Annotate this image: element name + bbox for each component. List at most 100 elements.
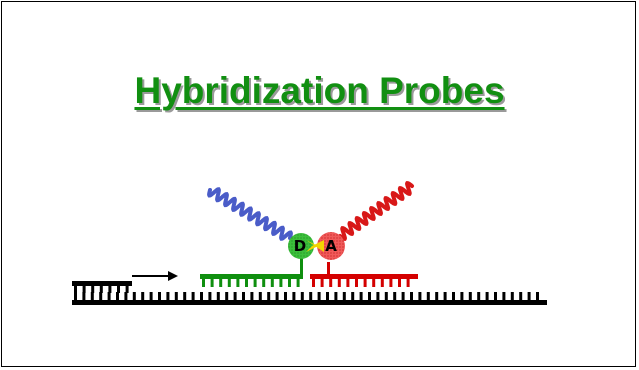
donor-dye [288,233,314,259]
donor-probe-base [253,277,257,287]
template-base [401,292,405,301]
acceptor-probe-base [389,277,393,287]
template-base [90,292,94,301]
template-base [359,292,363,301]
acceptor-label: A [325,237,337,255]
acceptor-probe-base [406,277,410,287]
donor-probe-base [262,277,266,287]
template-base [477,292,481,301]
template-bases [74,292,539,301]
donor-probe-base [210,277,214,287]
template-backbone [72,300,547,305]
primer-bases [74,284,129,293]
template-base [258,292,262,301]
template-base [216,292,220,301]
template-base [536,292,539,301]
template-base [510,292,514,301]
template-base [275,292,279,301]
template-base [174,292,178,301]
acceptor-probe-base [355,277,358,287]
template-base [107,292,111,301]
template-base [376,292,380,301]
template-base [99,292,103,301]
template-base [284,292,287,301]
template-base [418,292,422,301]
acceptor-probe-bases [312,277,410,287]
template-base [250,292,254,301]
acceptor-probe-base [329,277,333,287]
template-base [334,292,338,301]
template-base [225,292,229,301]
template-base [141,292,145,301]
template-base [410,292,413,301]
primer-strand [72,281,132,293]
template-base [191,292,195,301]
donor-emission-wave [207,187,293,241]
template-base [124,292,128,301]
primer-backbone [72,281,132,286]
acceptor-stem [327,262,330,277]
template-base [132,292,136,301]
template-strand [72,292,547,305]
template-base [208,292,212,301]
donor-probe-backbone [200,274,303,279]
donor-probe-base [245,277,248,287]
donor-probe-base [219,277,223,287]
acceptor-probe-base [320,277,324,287]
template-base [82,292,86,301]
arrow-head [168,271,178,281]
acceptor-probe-base [337,277,341,287]
template-base [443,292,447,301]
acceptor-dye [317,232,345,260]
template-base [494,292,497,301]
template-base [393,292,397,301]
slide-title: Hybridization Probes [134,70,505,111]
primer-base [91,284,95,293]
donor-probe-base [296,277,300,287]
acceptor-probe-base [380,277,384,287]
donor-probe-base [279,277,283,287]
template-base [460,292,464,301]
primer-base [117,284,120,293]
template-base [267,292,271,301]
primer-base [125,284,129,293]
template-base [317,292,321,301]
acceptor-emission-wave [338,181,414,241]
acceptor-probe-base [312,277,315,287]
template-base [300,292,304,301]
arrow-right-icon [132,271,178,281]
template-base [468,292,472,301]
template-base [326,292,329,301]
donor-probe-base [288,277,291,287]
template-base [527,292,531,301]
template-base [158,292,161,301]
template-base [166,292,170,301]
acceptor-probe-base [372,277,376,287]
template-base [292,292,296,301]
template-base [242,292,245,301]
template-base [342,292,346,301]
template-base [485,292,489,301]
primer-base [74,284,77,293]
donor-probe-base [227,277,231,287]
template-base [368,292,371,301]
donor-stem [300,257,303,277]
template-base [309,292,313,301]
template-base [233,292,237,301]
donor-label: D [294,237,306,255]
template-base [149,292,153,301]
template-base [384,292,388,301]
primer-base [99,284,103,293]
acceptor-probe-base [346,277,350,287]
template-base [519,292,523,301]
donor-probe-base [270,277,274,287]
template-base [200,292,203,301]
primer-base [108,284,112,293]
template-base [116,292,119,301]
template-base [502,292,506,301]
acceptor-probe-base [398,277,401,287]
acceptor-probe-base [363,277,367,287]
donor-probe [200,257,303,287]
